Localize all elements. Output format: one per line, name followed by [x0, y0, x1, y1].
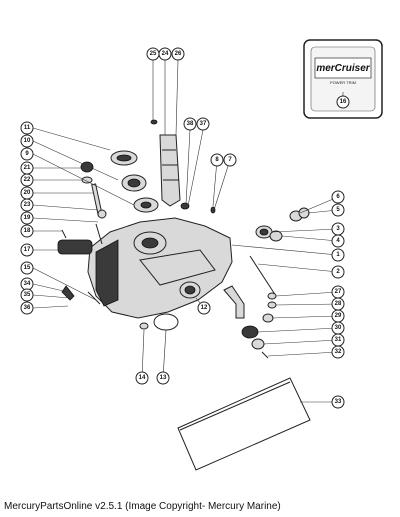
callout-11: 11 [20, 121, 34, 135]
callout-21: 21 [20, 161, 34, 175]
callout-10: 10 [20, 134, 34, 148]
svg-text:28: 28 [335, 301, 342, 307]
left-small-parts [57, 161, 107, 305]
svg-text:12: 12 [201, 305, 208, 311]
callout-38: 38 [183, 117, 197, 131]
callout-33: 33 [331, 395, 345, 409]
callout-35: 35 [20, 288, 34, 302]
callout-13: 13 [156, 371, 170, 385]
svg-text:16: 16 [340, 99, 347, 105]
svg-text:32: 32 [335, 349, 342, 355]
logo-brand-text: merCruiser [316, 63, 370, 74]
svg-text:30: 30 [335, 325, 342, 331]
svg-text:5: 5 [336, 207, 340, 213]
callout-31: 31 [331, 333, 345, 347]
callout-18: 18 [20, 224, 34, 238]
callout-4: 4 [331, 234, 345, 248]
svg-text:8: 8 [215, 157, 219, 163]
svg-text:34: 34 [24, 281, 31, 287]
callout-12: 12 [197, 301, 211, 315]
logo-subtitle-text: POWER TRIM [330, 80, 356, 85]
callout-20: 20 [20, 186, 34, 200]
callout-29: 29 [331, 309, 345, 323]
svg-text:1: 1 [336, 252, 340, 258]
svg-text:27: 27 [335, 289, 342, 295]
callout-36: 36 [20, 301, 34, 315]
svg-text:26: 26 [175, 51, 182, 57]
svg-text:31: 31 [335, 337, 342, 343]
image-copyright-caption: MercuryPartsOnline v2.5.1 (Image Copyrig… [4, 501, 281, 512]
svg-text:25: 25 [150, 51, 157, 57]
svg-text:38: 38 [187, 121, 194, 127]
callout-15: 15 [20, 261, 34, 275]
svg-text:11: 11 [24, 125, 31, 131]
svg-text:17: 17 [24, 247, 31, 253]
svg-text:10: 10 [24, 138, 31, 144]
callout-1: 1 [331, 248, 345, 262]
callout-3: 3 [331, 222, 345, 236]
gasket-outline [177, 377, 311, 471]
callout-24: 24 [158, 47, 172, 61]
svg-text:20: 20 [24, 190, 31, 196]
svg-text:24: 24 [162, 51, 169, 57]
svg-text:13: 13 [160, 375, 167, 381]
svg-text:9: 9 [25, 151, 29, 157]
svg-text:23: 23 [24, 202, 31, 208]
callout-27: 27 [331, 285, 345, 299]
callout-7: 7 [223, 153, 237, 167]
svg-text:6: 6 [336, 194, 340, 200]
callout-19: 19 [20, 211, 34, 225]
callout-16: 16 [336, 95, 350, 109]
svg-text:29: 29 [335, 313, 342, 319]
callout-28: 28 [331, 297, 345, 311]
right-side-parts [180, 202, 310, 359]
callout-32: 32 [331, 345, 345, 359]
svg-text:4: 4 [336, 238, 340, 244]
callout-30: 30 [331, 321, 345, 335]
callout-22: 22 [20, 173, 34, 187]
callout-26: 26 [171, 47, 185, 61]
svg-text:15: 15 [24, 265, 31, 271]
svg-text:33: 33 [335, 399, 342, 405]
callout-5: 5 [331, 203, 345, 217]
callout-23: 23 [20, 198, 34, 212]
callout-25: 25 [146, 47, 160, 61]
callout-37: 37 [196, 117, 210, 131]
svg-text:22: 22 [24, 177, 31, 183]
callout-8: 8 [210, 153, 224, 167]
svg-text:18: 18 [24, 228, 31, 234]
gear-housing [87, 217, 233, 319]
callout-17: 17 [20, 243, 34, 257]
svg-text:21: 21 [24, 165, 31, 171]
svg-text:36: 36 [24, 305, 31, 311]
mercruiser-decal: merCruiser POWER TRIM [303, 39, 383, 119]
callout-34: 34 [20, 277, 34, 291]
leader-lines [32, 59, 344, 403]
callout-2: 2 [331, 265, 345, 279]
drive-shaft-part [150, 119, 181, 207]
svg-text:7: 7 [228, 157, 232, 163]
callout-14: 14 [135, 371, 149, 385]
callout-9: 9 [20, 147, 34, 161]
callout-6: 6 [331, 190, 345, 204]
svg-text:2: 2 [336, 269, 340, 275]
svg-text:3: 3 [336, 226, 340, 232]
svg-text:37: 37 [200, 121, 207, 127]
bearing-stack [110, 150, 159, 213]
svg-text:35: 35 [24, 292, 31, 298]
svg-text:14: 14 [139, 375, 146, 381]
svg-text:19: 19 [24, 215, 31, 221]
